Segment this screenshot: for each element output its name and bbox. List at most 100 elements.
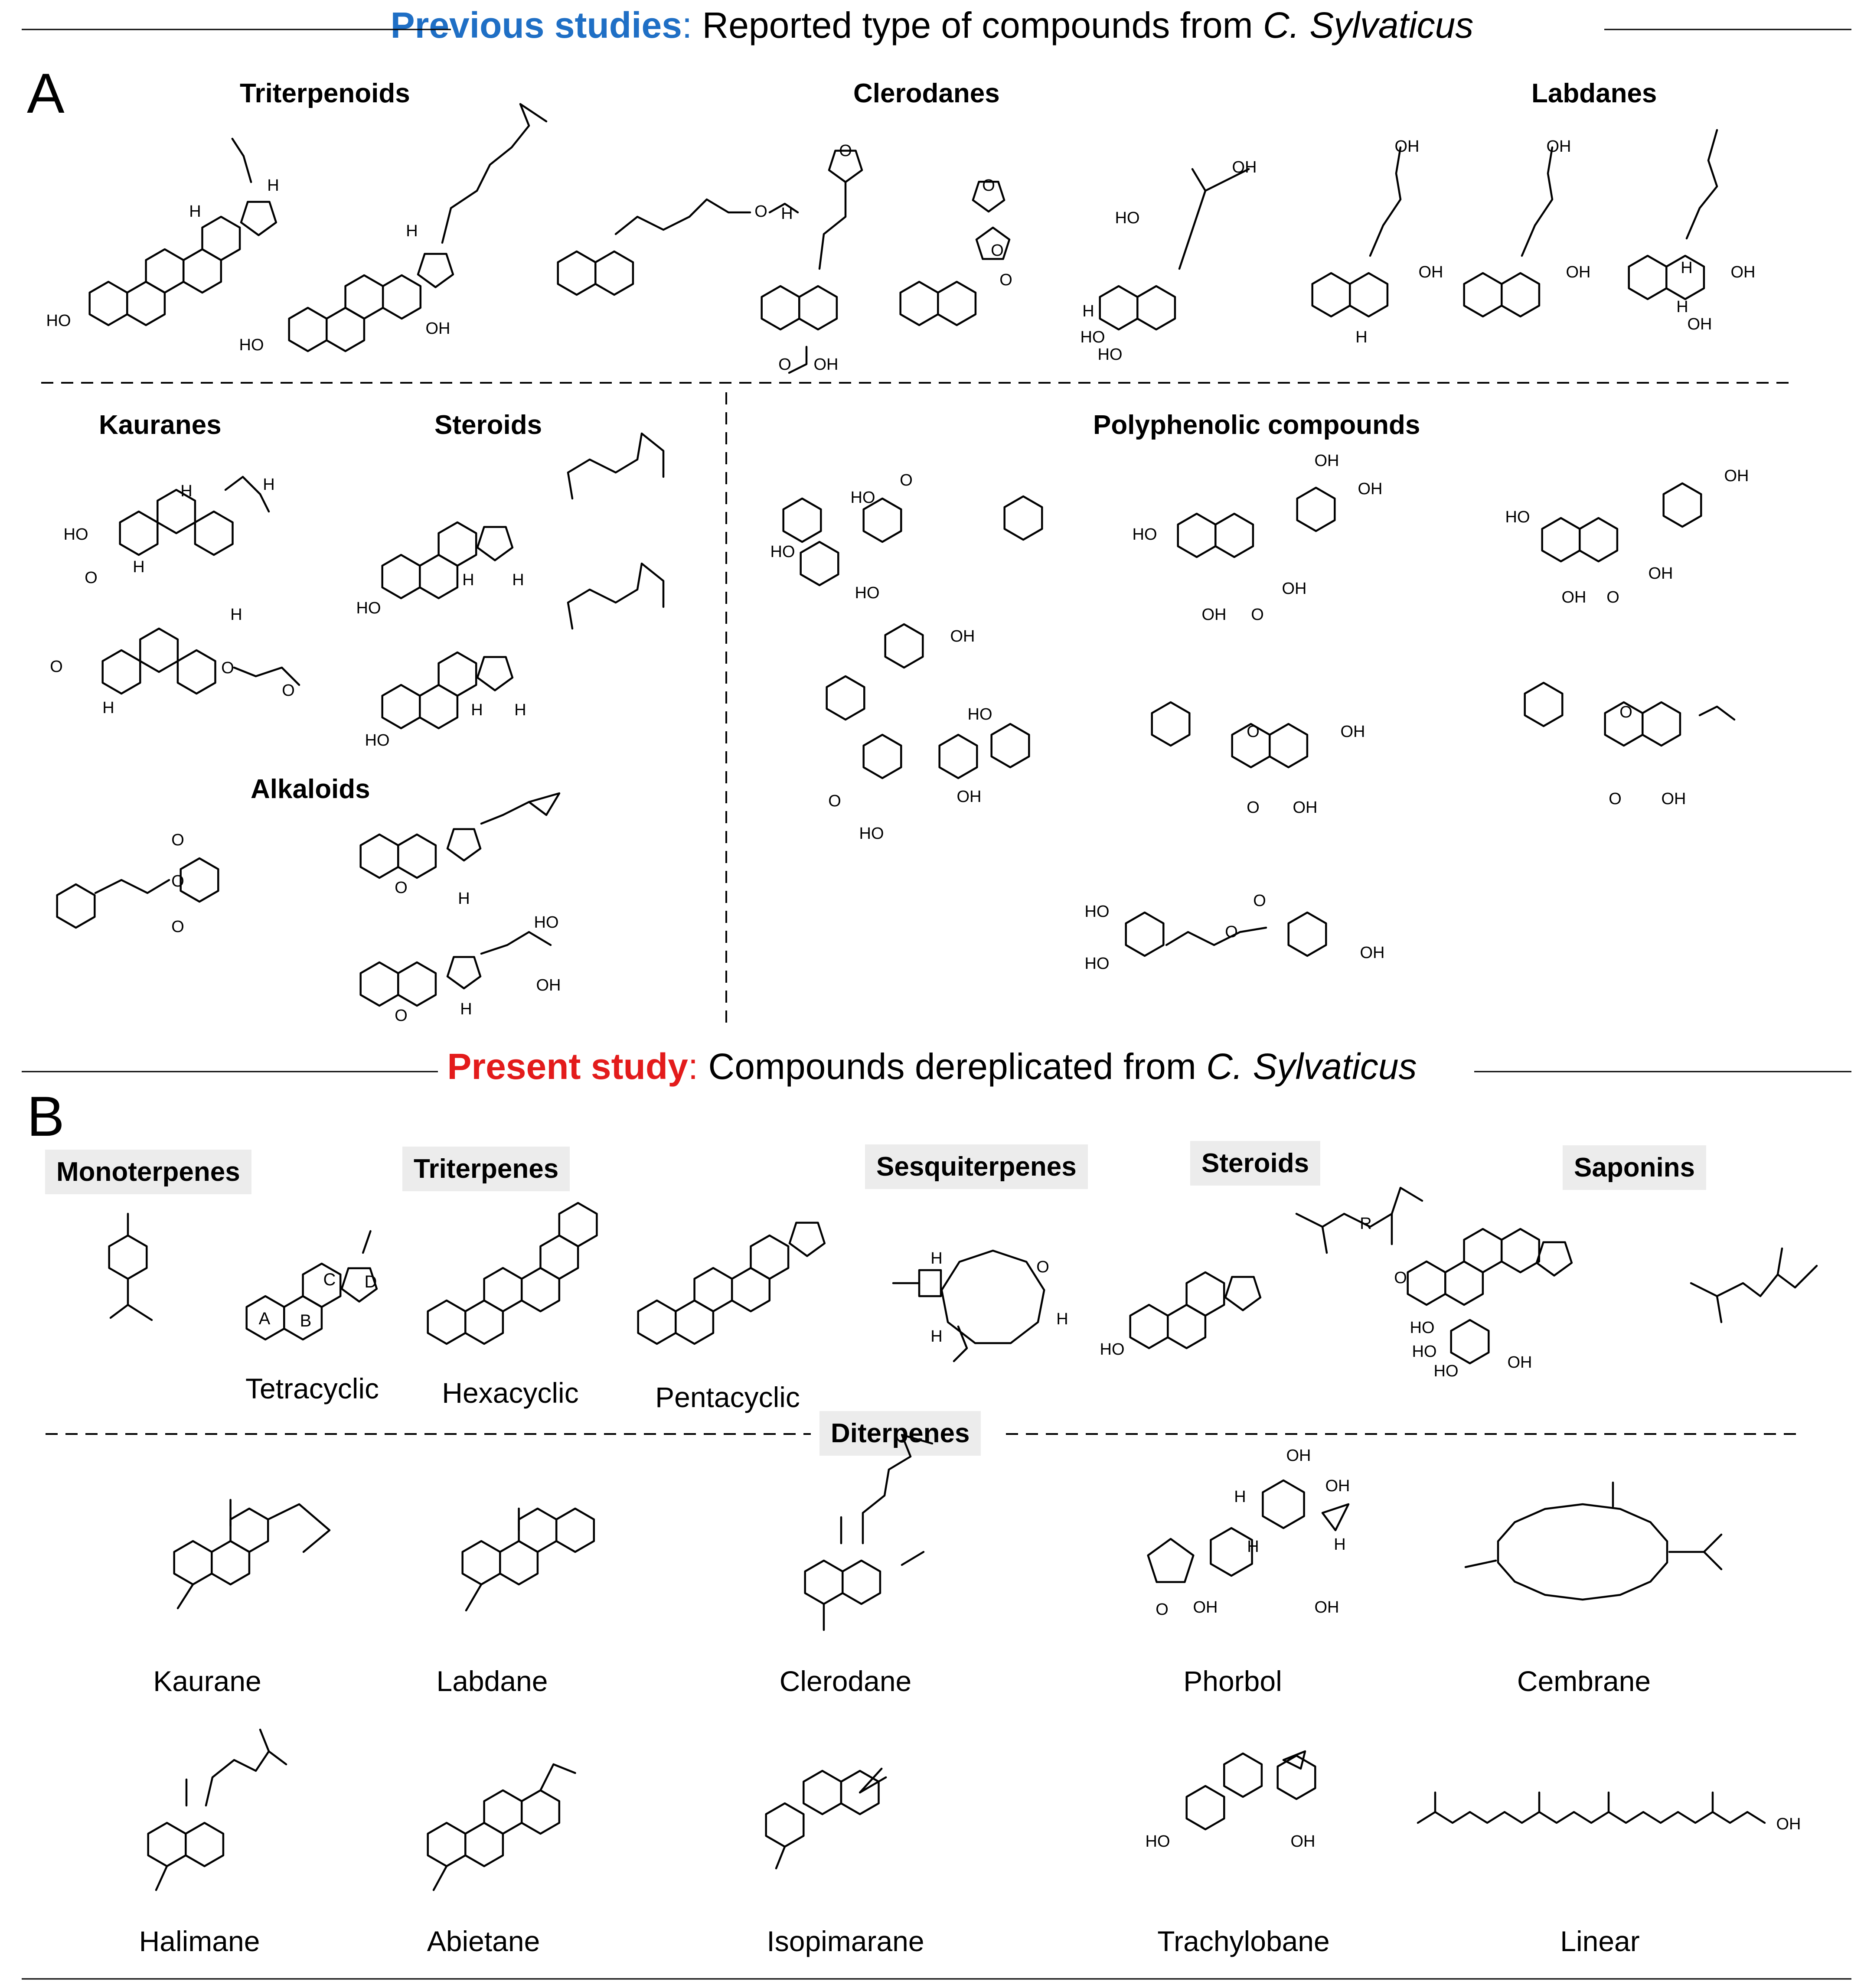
hydroxyl-label: HO	[1133, 525, 1157, 544]
structure-isopimarane-skeleton	[765, 1767, 887, 1870]
ring	[427, 1822, 467, 1867]
bond	[155, 1865, 168, 1891]
ring	[1524, 681, 1564, 727]
ring	[1628, 254, 1668, 300]
bond	[1464, 1559, 1497, 1568]
label-clerodane: Clerodane	[779, 1665, 912, 1697]
ring	[359, 961, 399, 1007]
ring	[1463, 1228, 1503, 1274]
bond	[1716, 1295, 1723, 1323]
bond-chain	[1521, 146, 1554, 257]
ring	[1541, 517, 1581, 563]
header-a-species: C. Sylvaticus	[1263, 5, 1474, 46]
ring	[862, 733, 902, 779]
bond	[859, 1776, 887, 1794]
label-polyphenolic: Polyphenolic compounds	[1093, 410, 1420, 440]
ring	[180, 857, 219, 903]
ring	[750, 1234, 790, 1280]
header-b-rest: Compounds dereplicated from	[698, 1046, 1207, 1087]
oxygen-label: O	[1394, 1269, 1407, 1287]
hydroxyl-label: OH	[1291, 1832, 1316, 1851]
bond	[465, 1583, 483, 1612]
ring	[884, 623, 924, 669]
bond	[1703, 1551, 1723, 1571]
hydroxyl-label: OH	[1562, 588, 1587, 606]
ring	[972, 181, 1005, 213]
hydrogen-label: H	[930, 1327, 942, 1346]
hydrogen-label: H	[1056, 1310, 1068, 1328]
label-hexacyclic: Hexacyclic	[442, 1377, 579, 1409]
bond	[127, 1304, 153, 1321]
oxygen-label: O	[1247, 723, 1260, 741]
hydrogen-label: H	[1355, 328, 1367, 346]
hydroxyl-label: HO	[1081, 328, 1105, 346]
ring	[761, 285, 800, 331]
hydroxyl-label: OH	[1649, 564, 1673, 583]
bond-chain	[1204, 168, 1250, 192]
hydroxyl-label: OH	[1566, 263, 1591, 281]
oxygen-label: O	[171, 918, 184, 936]
ring	[940, 1249, 1045, 1344]
hydroxyl-label: HO	[968, 705, 992, 724]
oxygen-label: O	[1247, 798, 1260, 817]
ring	[119, 510, 159, 556]
ring	[1450, 1319, 1490, 1365]
label-alkaloids: Alkaloids	[251, 774, 370, 804]
hydrogen-label: H	[514, 701, 526, 719]
hydrogen-label: H	[102, 699, 114, 717]
ring	[1535, 1241, 1573, 1277]
hydroxyl-label: OH	[1341, 723, 1365, 741]
panel-label-a: A	[27, 62, 65, 125]
ring	[476, 656, 514, 691]
label-kauranes: Kauranes	[99, 410, 222, 440]
header-a-colon: :	[682, 5, 692, 46]
oxygen-label: O	[395, 879, 408, 897]
ring	[201, 215, 241, 261]
hydrogen-label: H	[930, 1249, 942, 1268]
bond-chain	[768, 202, 799, 214]
bond-chain	[1690, 1264, 1818, 1297]
ring	[1579, 517, 1619, 563]
ring	[382, 274, 422, 320]
label-tetracyclic: Tetracyclic	[245, 1372, 379, 1405]
label-isopimarane: Isopimarane	[767, 1925, 924, 1957]
ring	[288, 306, 328, 352]
ring	[476, 526, 514, 561]
bond	[901, 1551, 925, 1566]
hydrogen-label: H	[471, 701, 483, 719]
ring	[975, 226, 1011, 260]
bond-chain	[788, 345, 808, 374]
ring-letter-d: D	[365, 1272, 377, 1291]
ring	[157, 489, 196, 534]
bond-chain	[94, 879, 170, 894]
header-a-lead: Previous studies	[390, 5, 682, 46]
hydroxyl-label: HO	[859, 825, 884, 843]
bond-chain	[1178, 168, 1207, 270]
bond	[859, 1767, 883, 1794]
ring	[788, 1222, 826, 1257]
hydroxyl-label: OH	[1232, 158, 1257, 176]
label-cembrane: Cembrane	[1517, 1665, 1651, 1697]
oxygen-label: O	[395, 1007, 408, 1025]
ring	[555, 1507, 595, 1553]
structure-steroid-b: HOR	[1100, 1186, 1423, 1359]
hydroxyl-label: OH	[1508, 1353, 1532, 1372]
ring	[1099, 285, 1139, 331]
ring	[446, 828, 482, 862]
hydroxyl-label: HO	[770, 543, 795, 561]
box-diterpenes: Diterpenes	[819, 1411, 981, 1456]
ring	[108, 1234, 148, 1280]
oxygen-label: O	[1251, 606, 1264, 624]
hydrogen-label: H	[189, 202, 201, 221]
